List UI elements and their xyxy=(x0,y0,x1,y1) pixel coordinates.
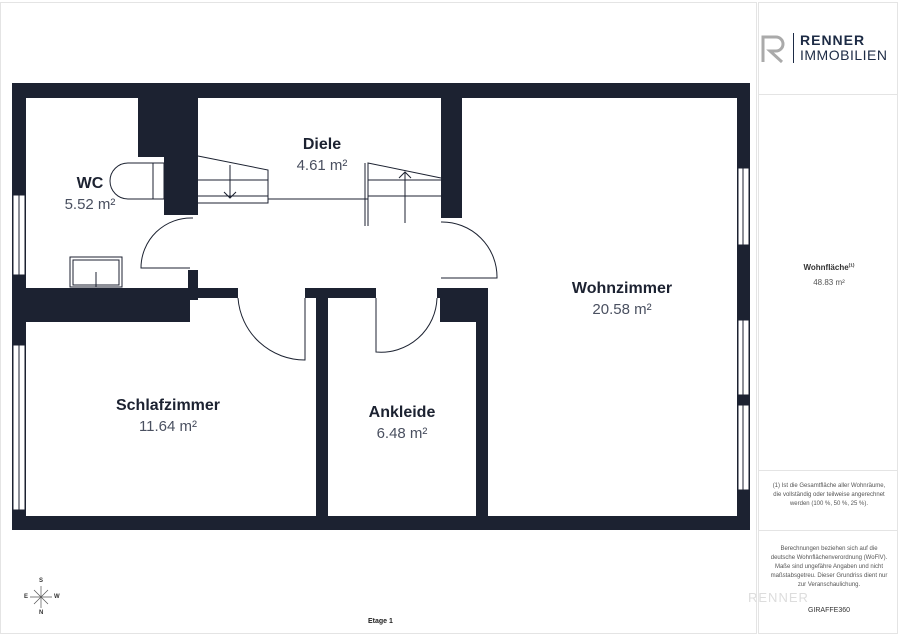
compass-icon: S E W N xyxy=(24,578,64,618)
living-area-label: Wohnfläche(1) xyxy=(803,263,855,272)
logo-line2: IMMOBILIEN xyxy=(800,47,888,63)
fixtures xyxy=(69,155,498,361)
compass-west: W xyxy=(54,594,60,600)
credit-text: GIRAFFE360 xyxy=(807,607,850,614)
logo-line1: RENNER xyxy=(800,32,866,48)
living-area-value: 48.83 m² xyxy=(813,278,845,287)
footnote-text: (1) Ist die Gesamtfläche aller Wohnräume… xyxy=(772,483,886,507)
compass-east: E xyxy=(24,594,29,600)
info-panel xyxy=(758,2,898,634)
watermark-logo: RENNER xyxy=(748,590,809,605)
compass-south: S xyxy=(39,578,44,584)
disclaimer-text: Berechnungen beziehen sich auf die deuts… xyxy=(770,546,888,588)
floorplan-frame xyxy=(0,2,757,634)
compass-north: N xyxy=(39,610,44,616)
company-logo: RENNER IMMOBILIEN xyxy=(760,30,900,70)
floor-label: Etage 1 xyxy=(368,618,393,625)
windows xyxy=(12,167,750,511)
logo-r-icon xyxy=(761,35,785,64)
